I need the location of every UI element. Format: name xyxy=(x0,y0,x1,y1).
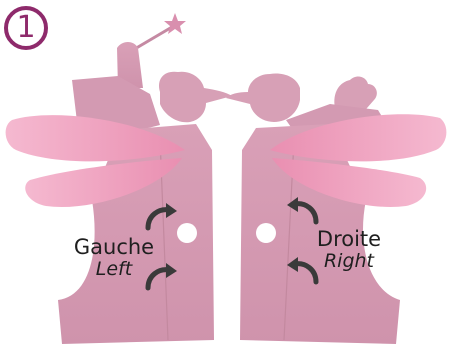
right-fairy xyxy=(226,74,446,344)
left-label: Gauche Left xyxy=(66,236,162,280)
left-label-french: Gauche xyxy=(66,236,162,259)
step-number: 1 xyxy=(16,13,35,43)
right-label-english: Right xyxy=(308,251,390,272)
left-hole xyxy=(177,223,197,243)
right-hole xyxy=(256,223,276,243)
right-head xyxy=(226,74,300,122)
left-head xyxy=(159,72,232,123)
left-fairy xyxy=(6,13,232,344)
left-label-english: Left xyxy=(66,259,162,280)
right-label-french: Droite xyxy=(308,228,390,251)
step-number-badge: 1 xyxy=(4,6,48,50)
right-label: Droite Right xyxy=(308,228,390,272)
wand xyxy=(133,27,172,50)
